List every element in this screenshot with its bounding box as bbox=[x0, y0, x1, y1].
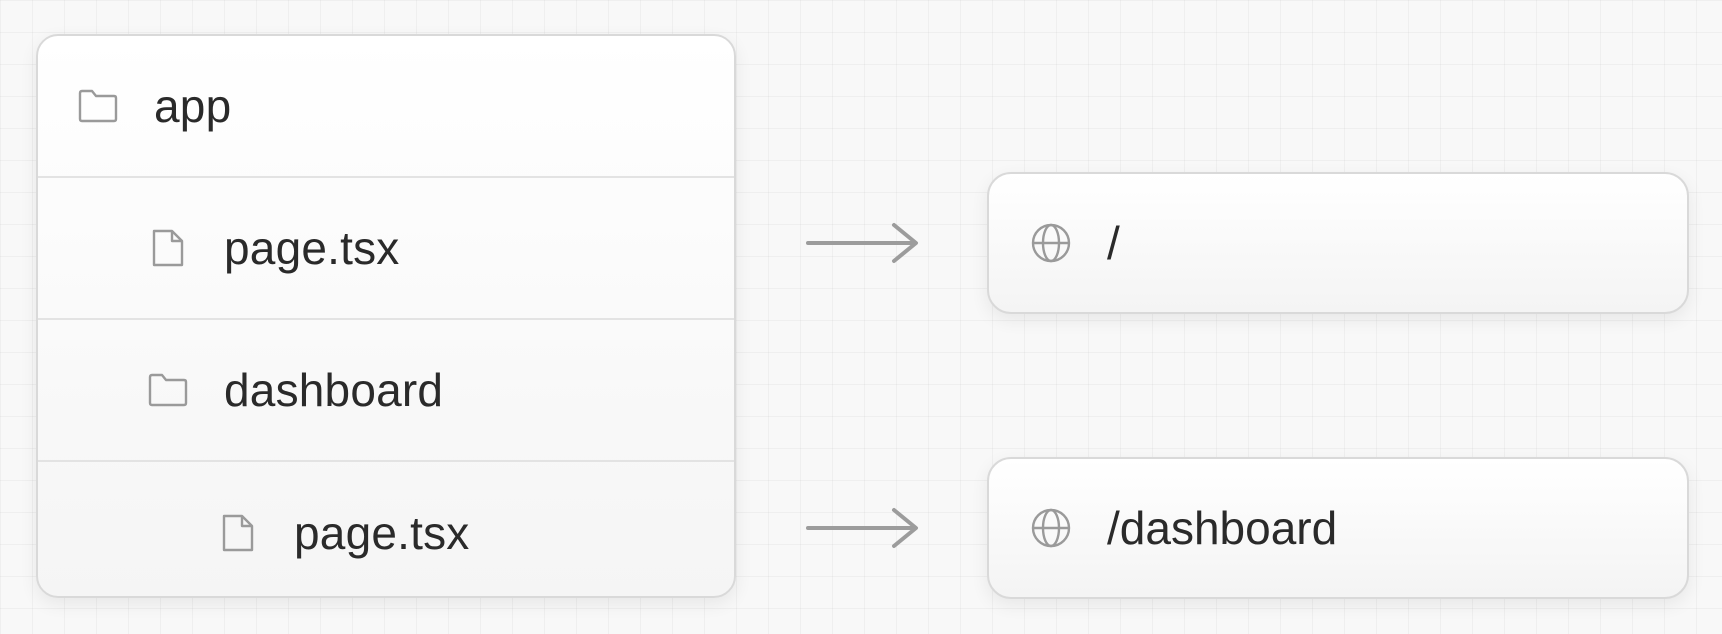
file-icon bbox=[148, 228, 188, 268]
file-tree-card: app page.tsx dashboard page.tsx bbox=[36, 34, 736, 598]
route-card-root: / bbox=[987, 172, 1689, 314]
globe-icon bbox=[1029, 506, 1073, 550]
tree-row-dashboard-folder[interactable]: dashboard bbox=[38, 320, 734, 462]
route-path-label: /dashboard bbox=[1107, 502, 1338, 554]
tree-row-page-file[interactable]: page.tsx bbox=[38, 178, 734, 320]
folder-icon bbox=[148, 370, 188, 410]
tree-row-dashboard-page-file[interactable]: page.tsx bbox=[38, 462, 734, 596]
folder-icon bbox=[78, 86, 118, 126]
tree-item-label: app bbox=[154, 80, 232, 132]
tree-item-label: page.tsx bbox=[294, 507, 470, 559]
arrow-right-icon bbox=[806, 508, 918, 548]
tree-item-label: page.tsx bbox=[224, 222, 400, 274]
file-icon bbox=[218, 513, 258, 553]
tree-item-label: dashboard bbox=[224, 364, 444, 416]
globe-icon bbox=[1029, 221, 1073, 265]
tree-row-app-folder[interactable]: app bbox=[38, 36, 734, 178]
route-path-label: / bbox=[1107, 217, 1120, 269]
arrow-right-icon bbox=[806, 223, 918, 263]
route-card-dashboard: /dashboard bbox=[987, 457, 1689, 599]
